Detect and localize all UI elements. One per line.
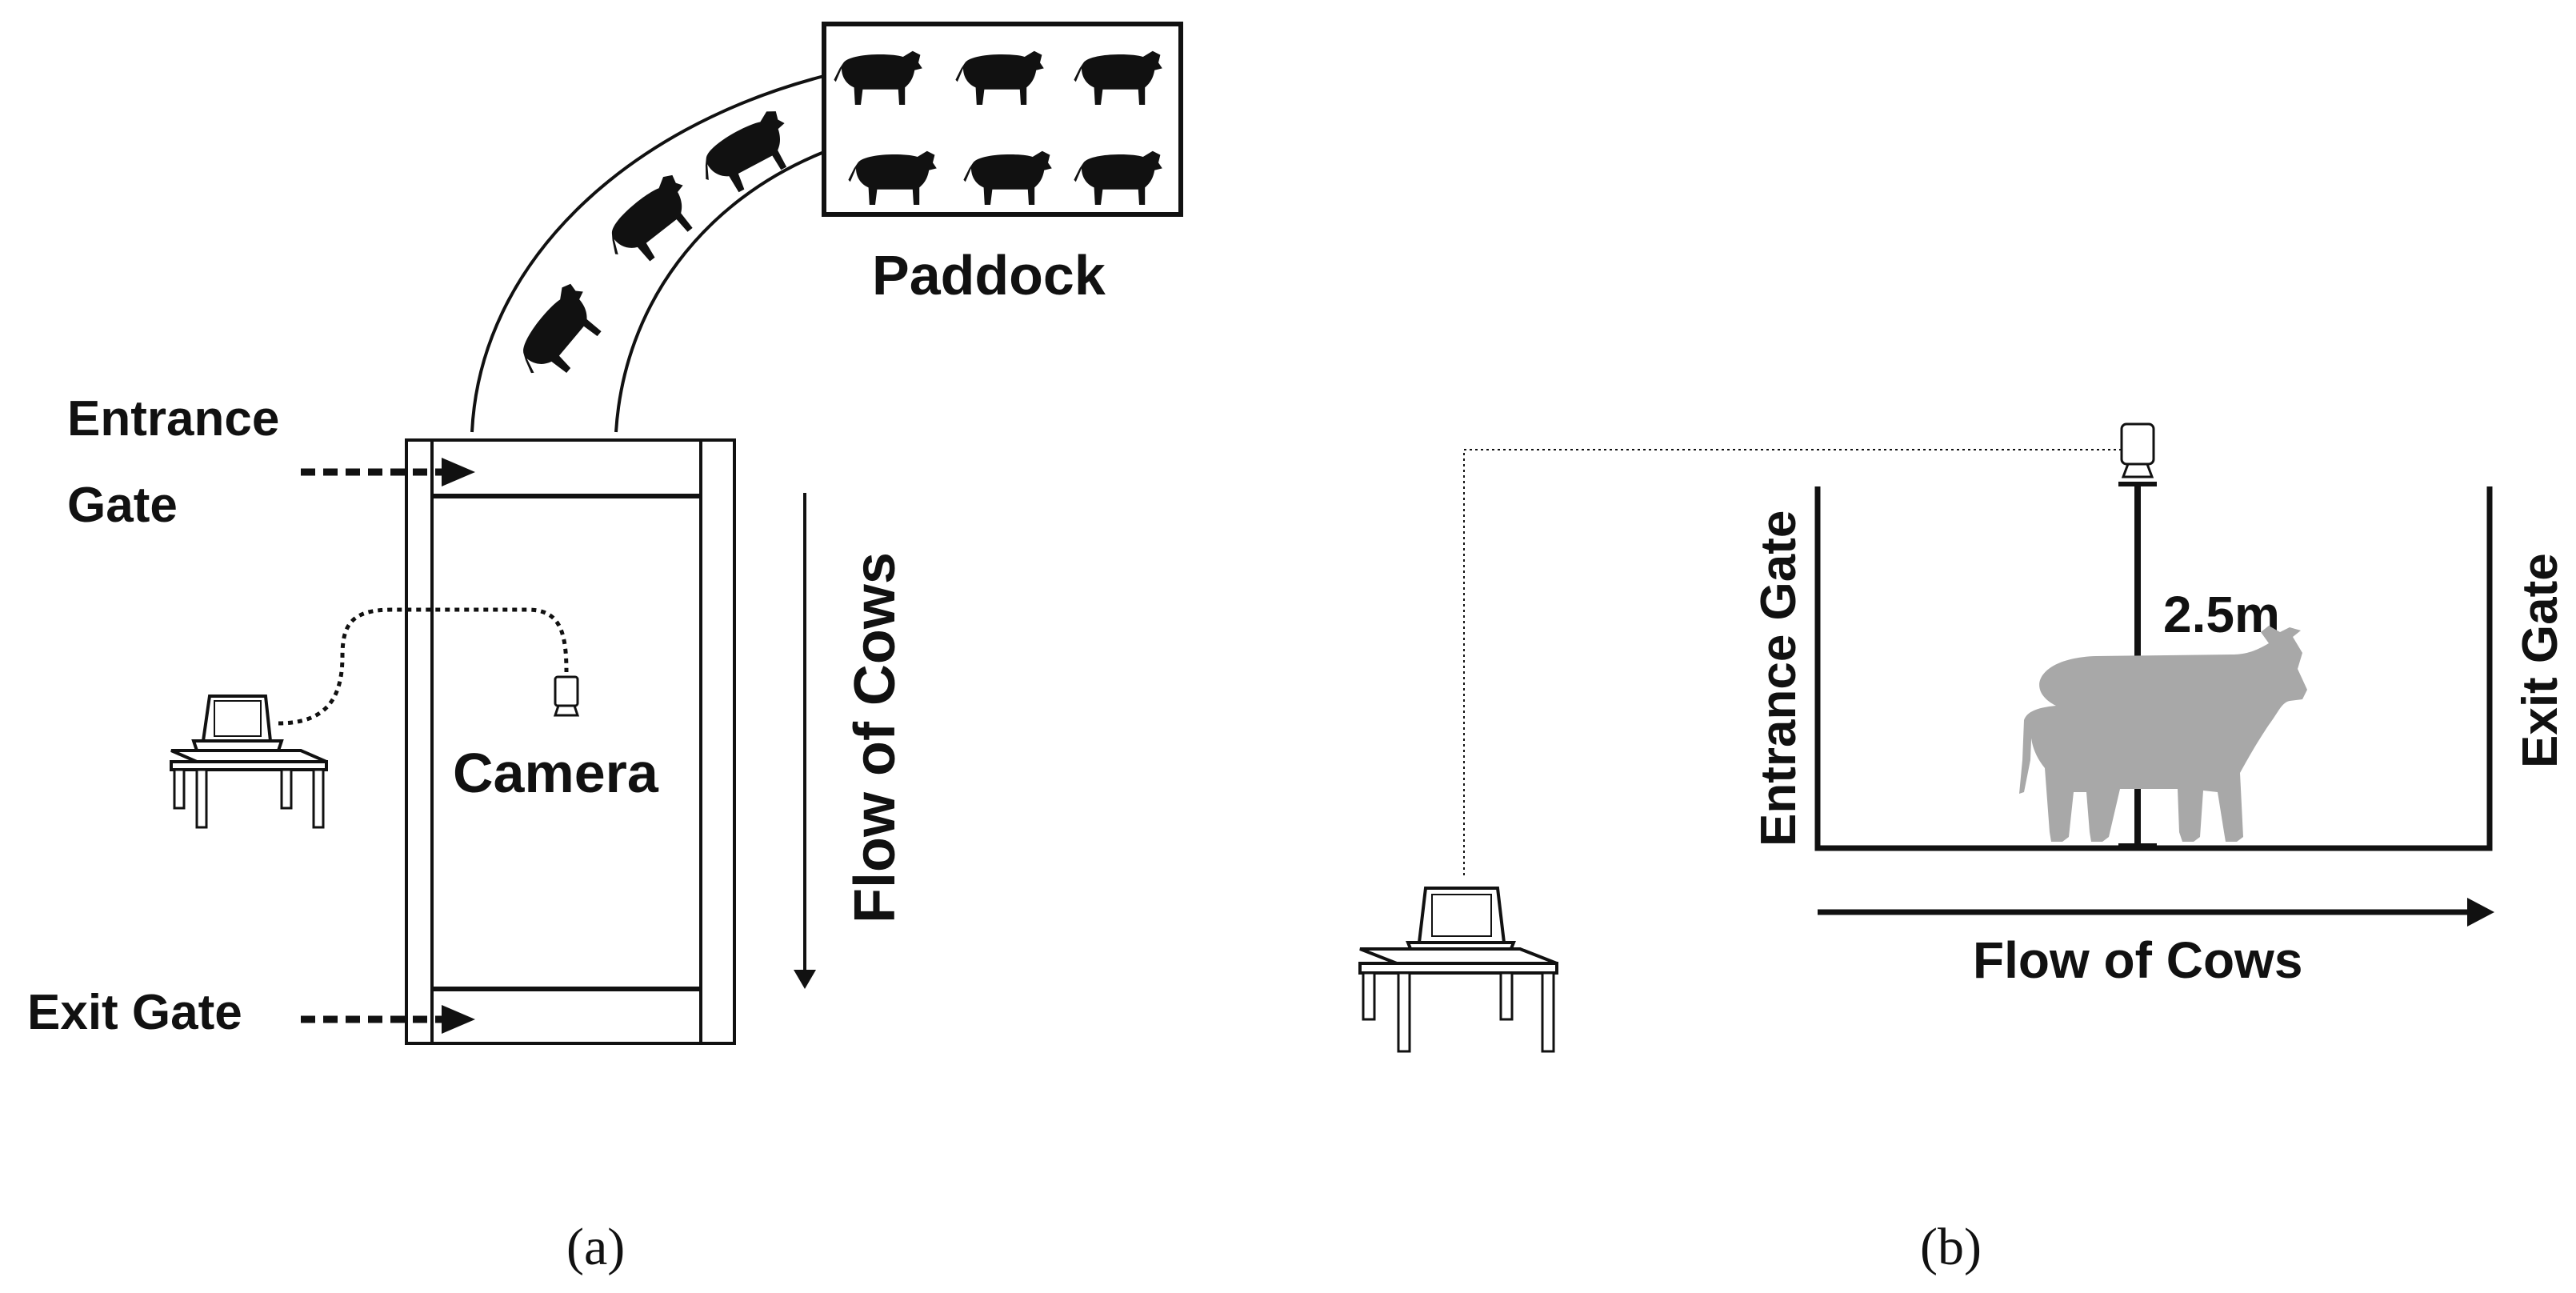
lane-cow-2 — [596, 170, 708, 276]
caption-a: (a) — [566, 1218, 625, 1276]
camera-cable — [278, 607, 569, 726]
lane-right-edge — [614, 150, 825, 433]
camera-icon — [553, 675, 580, 717]
lane-cow-1 — [691, 106, 803, 203]
entrance-gate-label-b: Entrance Gate — [1751, 510, 1806, 847]
lane-cow-3 — [506, 279, 614, 390]
lane-left-edge — [470, 74, 825, 433]
flow-label-a: Flow of Cows — [843, 552, 907, 923]
panel-a: Paddock Entrance Gate Exit Gate Camera — [27, 22, 1183, 1276]
laptop-icon — [191, 695, 284, 757]
camera-icon-b — [2118, 422, 2157, 486]
cow-silhouette — [2019, 626, 2307, 842]
height-label: 2.5m — [2163, 586, 2280, 643]
camera-label: Camera — [453, 742, 659, 804]
paddock-label: Paddock — [872, 244, 1106, 306]
panel-b: 2.5m Entrance Gate Exit Gate Flow of Cow… — [1358, 422, 2568, 1276]
table-icon — [170, 749, 328, 829]
caption-b: (b) — [1920, 1218, 1982, 1276]
camera-cable-b — [1463, 449, 2122, 875]
pen — [405, 438, 736, 1045]
pen-walls — [1814, 486, 2493, 851]
flow-label-b: Flow of Cows — [1973, 931, 2302, 989]
exit-gate-label-b: Exit Gate — [2513, 553, 2568, 768]
entrance-gate-label: Entrance Gate — [67, 391, 294, 533]
exit-gate-label: Exit Gate — [27, 985, 242, 1040]
table-icon-b — [1358, 947, 1558, 1053]
